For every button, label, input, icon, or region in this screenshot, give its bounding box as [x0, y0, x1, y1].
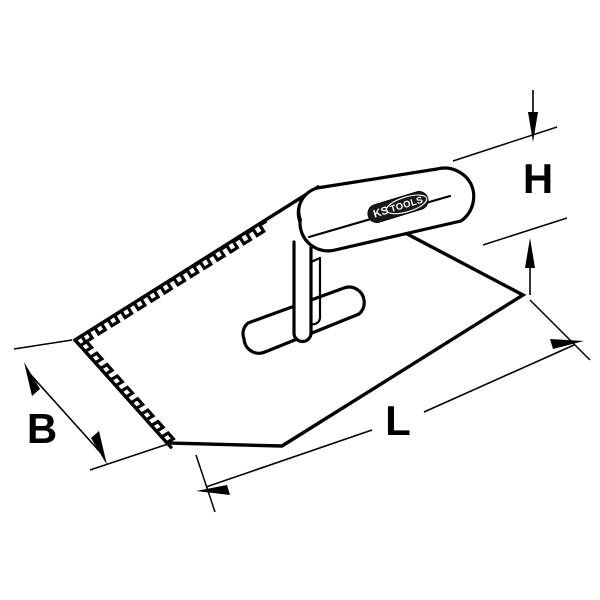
logo-text-ks: KS: [372, 205, 390, 221]
notched-edge: [73, 219, 268, 450]
handle-tang: [292, 240, 322, 344]
dimension-label-h: H: [523, 155, 553, 202]
dimension-l: L: [195, 299, 591, 513]
dimension-h: H: [452, 90, 568, 295]
dimension-label-l: L: [385, 397, 411, 444]
ks-tools-logo: KS TOOLS: [367, 191, 429, 223]
dimension-b: B: [13, 339, 169, 471]
dimension-label-b: B: [27, 405, 57, 452]
